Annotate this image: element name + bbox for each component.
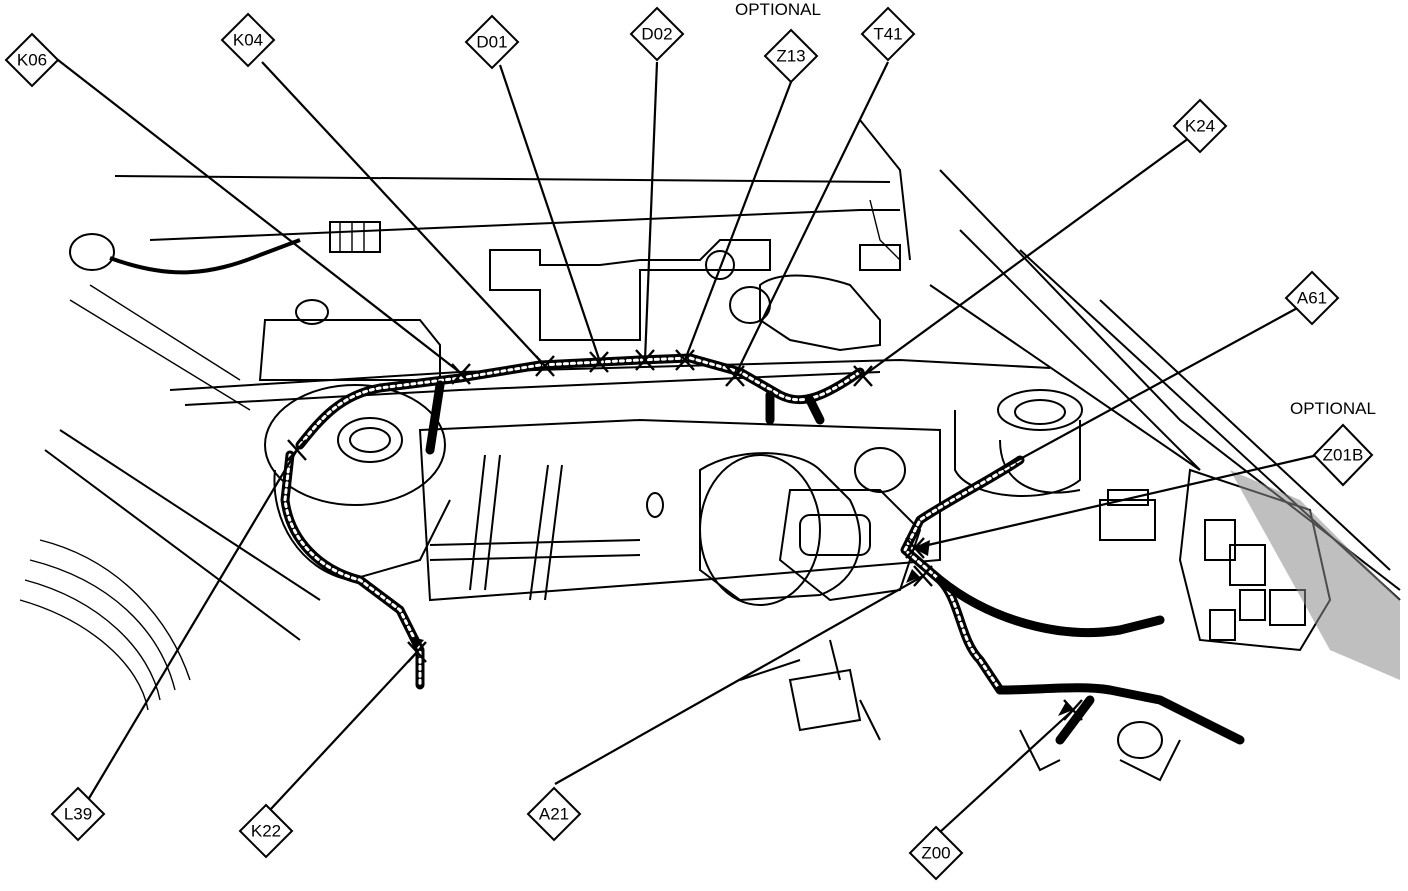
leader-l39 <box>81 449 298 811</box>
callout-d01: D01 <box>464 14 520 70</box>
callout-label-a61: A61 <box>1297 289 1327 308</box>
callout-a21: A21 <box>526 786 582 842</box>
callout-label-l39: L39 <box>64 805 92 824</box>
callout-z01b: Z01B <box>1312 423 1374 487</box>
callout-label-k24: K24 <box>1185 117 1215 136</box>
leader-z01b <box>914 453 1319 550</box>
callout-d02: D02 <box>629 6 685 62</box>
leader-d02 <box>643 61 659 361</box>
leader-lines <box>57 59 1319 833</box>
optional-label-z13: OPTIONAL <box>735 0 821 19</box>
leader-d01 <box>498 64 602 363</box>
callout-l39: L39 <box>50 786 106 842</box>
callout-k22: K22 <box>238 803 294 859</box>
callout-label-d02: D02 <box>641 25 672 44</box>
engine-bay-illustration <box>19 119 1401 782</box>
callout-z13: Z13 <box>763 28 819 84</box>
callout-a61: A61 <box>1284 270 1340 326</box>
callout-label-z13: Z13 <box>776 47 805 66</box>
wiring-harness <box>280 349 1245 745</box>
callout-label-d01: D01 <box>476 33 507 52</box>
callout-z00: Z00 <box>908 825 964 881</box>
callout-label-z00: Z00 <box>921 844 950 863</box>
callout-k06: K06 <box>4 32 60 88</box>
callout-label-k22: K22 <box>251 822 281 841</box>
leader-z00 <box>939 709 1074 833</box>
callout-label-a21: A21 <box>539 805 569 824</box>
callout-k24: K24 <box>1172 98 1228 154</box>
leader-k22 <box>269 651 418 811</box>
callout-label-k06: K06 <box>17 51 47 70</box>
callout-label-z01b: Z01B <box>1323 446 1364 465</box>
leader-k24 <box>862 129 1201 377</box>
callout-label-t41: T41 <box>873 25 902 44</box>
leader-k06 <box>57 59 463 375</box>
leader-t41 <box>734 61 889 377</box>
optional-label-z01b: OPTIONAL <box>1290 399 1376 418</box>
leader-a61 <box>999 299 1313 471</box>
leader-z13 <box>683 81 793 361</box>
callout-label-k04: K04 <box>233 31 263 50</box>
leader-a21 <box>554 575 924 785</box>
callout-k04: K04 <box>220 12 276 68</box>
leader-k04 <box>261 61 546 367</box>
callout-t41: T41 <box>860 6 916 62</box>
